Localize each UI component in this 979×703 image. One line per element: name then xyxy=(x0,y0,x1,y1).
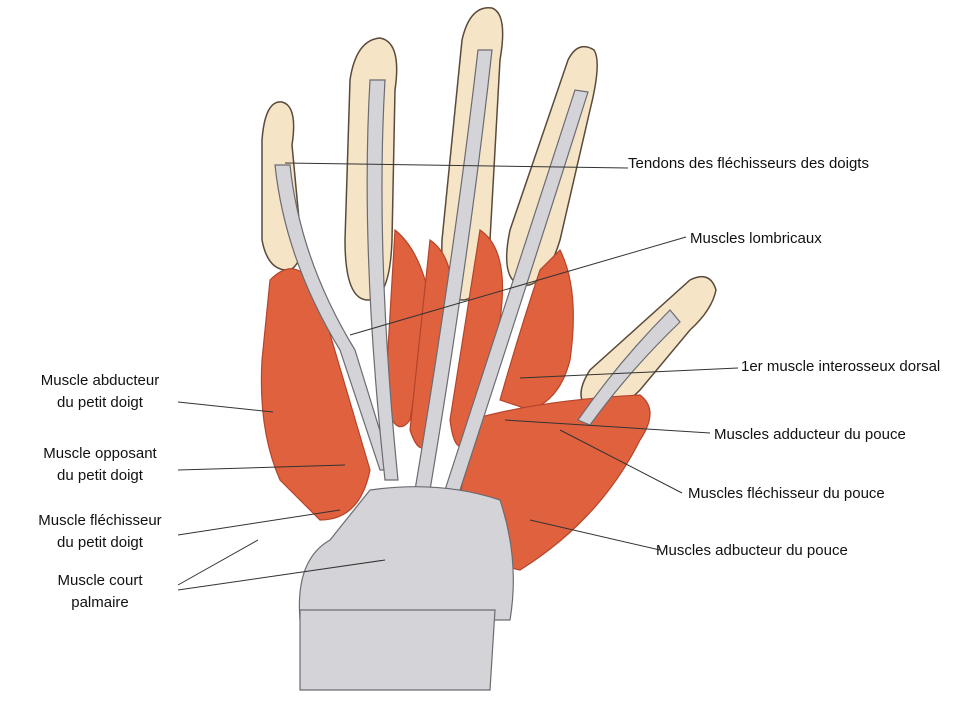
label-opposant-petit-doigt: Muscle opposant du petit doigt xyxy=(22,443,178,487)
label-line-2: du petit doigt xyxy=(22,392,178,414)
label-line-1: Muscle court xyxy=(22,570,178,592)
label-tendons-flechisseurs: Tendons des fléchisseurs des doigts xyxy=(628,153,869,175)
label-flechisseur-petit-doigt: Muscle fléchisseur du petit doigt xyxy=(22,510,178,554)
label-muscles-lombricaux: Muscles lombricaux xyxy=(690,228,822,250)
label-adducteur-pouce: Muscles adducteur du pouce xyxy=(714,424,906,446)
label-line-2: palmaire xyxy=(22,592,178,614)
label-line-2: du petit doigt xyxy=(22,465,178,487)
label-abducteur-petit-doigt: Muscle abducteur du petit doigt xyxy=(22,370,178,414)
label-line-1: Muscle abducteur xyxy=(22,370,178,392)
label-interosseux-dorsal: 1er muscle interosseux dorsal xyxy=(741,356,940,378)
label-line-1: Muscle opposant xyxy=(22,443,178,465)
label-line-2: du petit doigt xyxy=(22,532,178,554)
label-flechisseur-pouce: Muscles fléchisseur du pouce xyxy=(688,483,885,505)
label-court-palmaire: Muscle court palmaire xyxy=(22,570,178,614)
label-line-1: Muscle fléchisseur xyxy=(22,510,178,532)
label-abducteur-pouce: Muscles adbucteur du pouce xyxy=(656,540,848,562)
